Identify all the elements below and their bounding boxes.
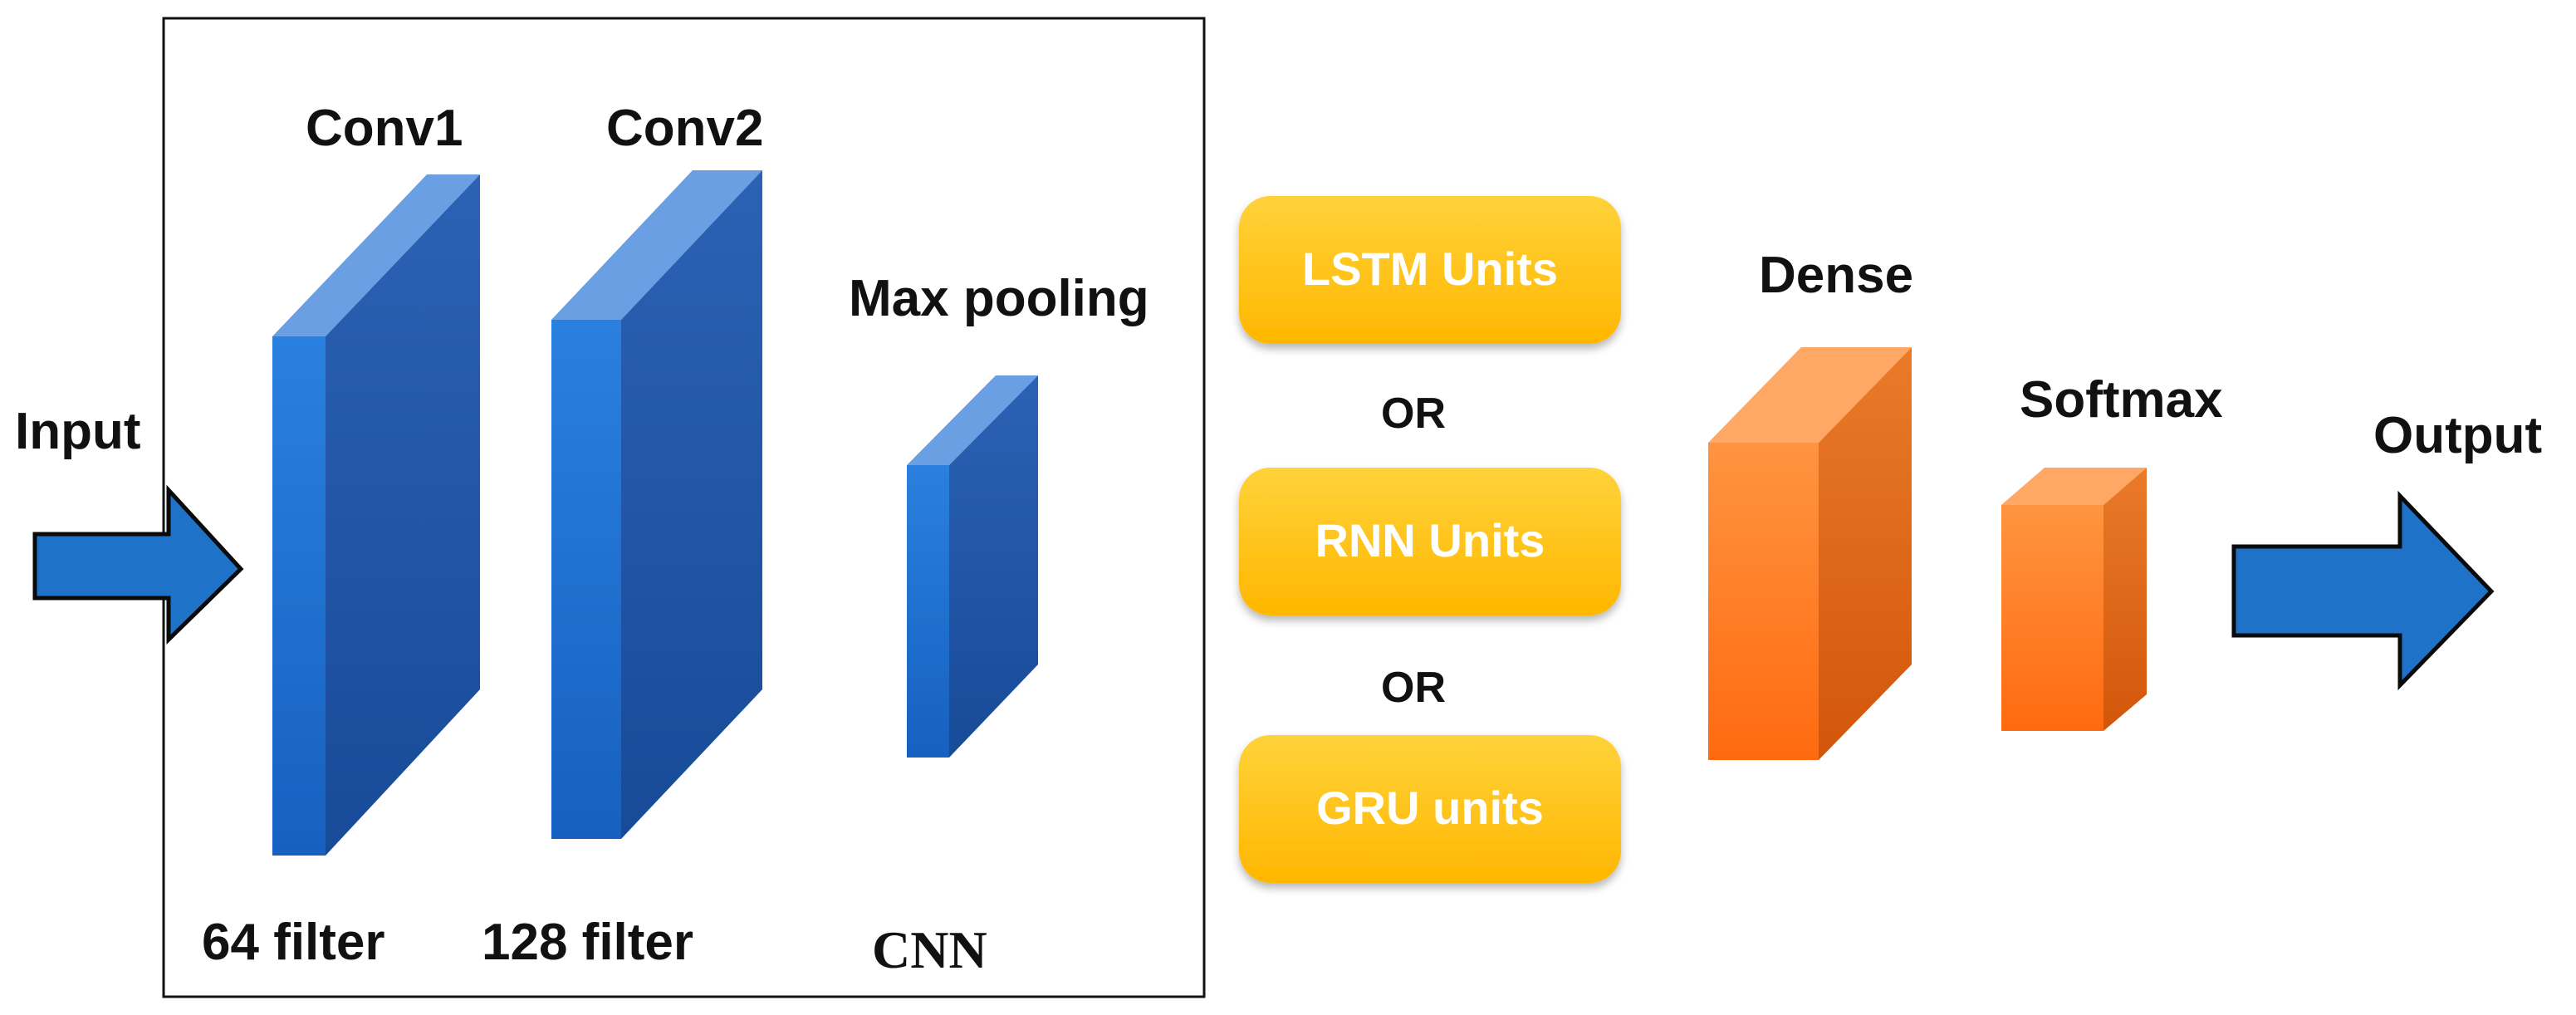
conv2-filter-label: 128 filter: [482, 914, 693, 971]
conv1-label: Conv1: [306, 100, 463, 157]
softmax-block: [2001, 468, 2147, 731]
cnn-block-frame: [162, 17, 1206, 998]
dense-block: [1708, 347, 1912, 760]
max-pooling-label: Max pooling: [849, 270, 1149, 327]
output-label: Output: [2373, 407, 2542, 464]
or-separator-1: OR: [1381, 390, 1446, 438]
rnn-units-label: RNN Units: [1315, 514, 1545, 566]
conv2-block: [551, 170, 762, 839]
dense-label: Dense: [1759, 247, 1913, 304]
lstm-units-label: LSTM Units: [1302, 243, 1558, 295]
rnn-units-pill: [1239, 468, 1621, 615]
gru-units-pill: [1239, 735, 1621, 883]
max-pooling-block: [907, 375, 1038, 758]
gru-units-label: GRU units: [1316, 782, 1544, 834]
conv1-filter-label: 64 filter: [202, 914, 385, 971]
input-arrow: [32, 484, 244, 645]
or-separator-2: OR: [1381, 664, 1446, 712]
conv2-label: Conv2: [606, 100, 763, 157]
input-label: Input: [15, 403, 141, 460]
output-arrow: [2231, 490, 2495, 691]
softmax-label: Softmax: [2020, 371, 2223, 429]
cnn-label: CNN: [872, 920, 987, 979]
conv1-block: [272, 174, 480, 856]
lstm-units-pill: [1239, 196, 1621, 344]
